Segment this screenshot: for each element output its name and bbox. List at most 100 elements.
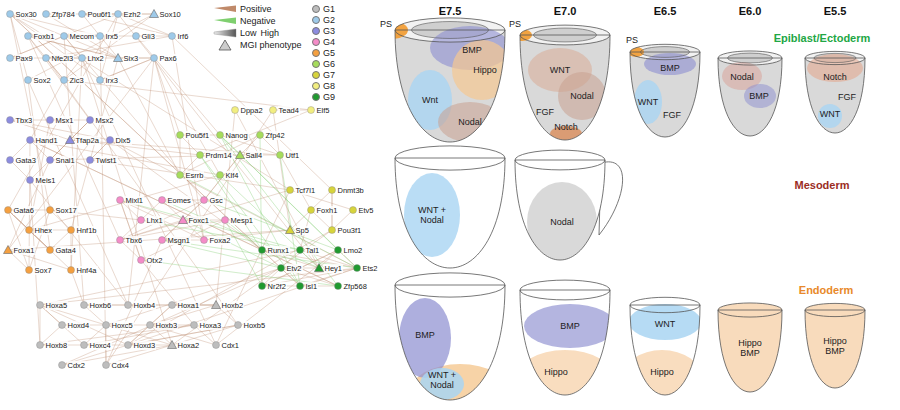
interaction-line [8,210,50,211]
embryo-outline [718,58,782,136]
gene-dot [177,172,184,179]
interaction-line [29,120,50,230]
signal-region [438,102,502,142]
gene-dot [335,247,342,254]
gene-label: Etv5 [358,206,375,215]
interaction-line [46,14,154,15]
gene-label: Nanog [225,131,249,140]
gene-label: Meis1 [35,176,57,185]
legend-text: G3 [323,26,335,37]
gene-dot [169,33,176,40]
embryo-outline [805,58,865,133]
signal-label: Nodal [458,117,482,127]
signal-label: Hippo [473,65,497,75]
interaction-line [273,110,290,230]
gene-dot [115,11,122,18]
legend-text: Positive [240,4,272,15]
legend-swatch [312,27,320,35]
gene-label: Tfap2a [75,136,100,145]
signal-region [622,350,702,406]
gene-label: Twist1 [95,156,118,165]
gene-label: Zfp42 [265,131,286,140]
gene-dot [61,33,68,40]
interaction-line [150,305,216,325]
legend-swatch [312,93,320,101]
gene-label: Zic3 [69,76,85,85]
gene-network [4,10,361,369]
signal-label: WNT [550,65,571,75]
interaction-line [220,135,338,286]
legend-swatch [312,5,320,13]
interaction-line [332,190,333,230]
gene-triangle [236,151,245,159]
interaction-line [154,58,220,175]
interaction-line [200,155,262,250]
gene-label: Pou6f1 [87,10,113,19]
embryo-outline [520,35,610,140]
legend-swatch [312,49,320,57]
gene-dot [59,322,66,329]
signal-label: FGF [536,107,554,117]
interaction-line [90,140,110,160]
interaction-line [260,135,280,155]
signal-region [399,298,451,378]
embryo-cavity-outline [814,53,856,62]
gene-label: Hoxa5 [45,301,69,310]
interaction-line [273,110,311,111]
gene-label: Dnmt3b [337,186,365,195]
interaction-line [62,268,281,365]
gene-dot [47,157,54,164]
gene-label: Ets2 [362,264,379,273]
gene-label: Hoxb6 [89,301,113,310]
gene-label: Sall4 [245,151,264,160]
interaction-line [40,305,106,325]
gene-label: Tcf7l1 [295,186,317,195]
legend-text: G9 [323,92,335,103]
gene-dot [81,342,88,349]
legend-text: G6 [323,59,335,70]
stage-label: E6.5 [654,5,677,18]
gene-triangle [150,10,159,18]
interaction-line [29,175,220,230]
gene-label: Dlx5 [115,136,132,145]
embryo-rim-outline [805,51,865,64]
embryo-cavity-outline [534,28,597,42]
gene-label: Tbx3 [15,116,34,125]
interaction-line [106,325,238,365]
gene-label: Esrrb [185,171,205,180]
interaction-line [84,325,106,345]
signal-label: WNT + Nodal [415,205,449,225]
interaction-line [220,175,319,268]
gene-dot [177,132,184,139]
gene-dot [27,177,34,184]
gene-dot [59,362,66,369]
interaction-line [71,270,84,305]
legend-samples [214,6,236,51]
gene-label: Lmo2 [343,246,364,255]
gene-dot [81,302,88,309]
gene-label: Foxa1 [13,246,36,255]
embryo-body [395,285,505,400]
gene-label: Irx5 [105,32,120,41]
embryo-rim-outline [520,25,610,45]
gene-dot [133,33,140,40]
gene-label: Hoxc4 [89,341,112,350]
legend-swatch [312,82,320,90]
gene-label: Ezh2 [123,10,142,19]
gene-label: Mecom [69,32,96,41]
embryo-body [630,52,700,137]
interaction-line [128,230,332,345]
embryo-illustrations [376,18,883,410]
signal-label: Nodal [730,72,754,82]
interaction-line [10,14,300,286]
interaction-line [70,120,90,140]
germ-layer-label: Mesoderm [794,179,849,192]
interaction-line [240,155,280,156]
gene-label: Hoxb4 [133,301,157,310]
gene-label: Elf5 [316,106,331,115]
interaction-line [220,135,300,286]
interaction-line [40,305,41,345]
stage-label: E5.5 [824,5,847,18]
gene-dot [61,77,68,84]
gene-dot [201,197,208,204]
